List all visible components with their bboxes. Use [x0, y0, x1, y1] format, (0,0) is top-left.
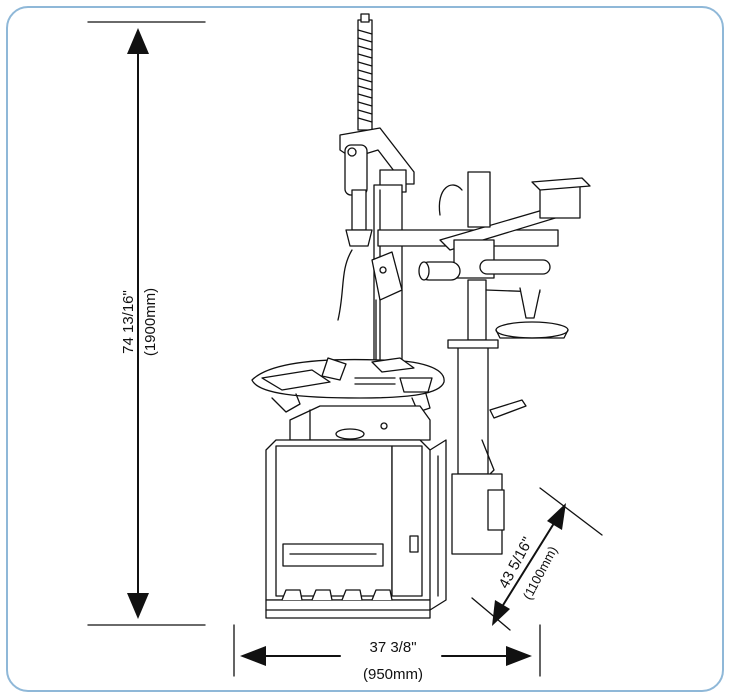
depth-arrow-top	[547, 503, 566, 530]
tire-changer-machine	[251, 13, 591, 619]
vertical-column	[337, 184, 403, 381]
side-post	[447, 339, 527, 555]
depth-top-extension-line	[539, 487, 603, 536]
horizontal-arm	[377, 171, 591, 279]
height-imperial-label: 74 13/16"	[120, 290, 137, 354]
turntable	[251, 357, 445, 413]
height-arrow-bottom	[127, 593, 149, 619]
main-cabinet	[265, 439, 447, 611]
height-arrow-top	[127, 28, 149, 54]
width-metric-label: (950mm)	[363, 666, 423, 683]
depth-bottom-extension-line	[471, 597, 511, 631]
depth-dimension-line	[499, 519, 557, 611]
width-arrow-right	[506, 646, 532, 666]
foot-pedals	[265, 589, 431, 619]
depth-arrow-bottom	[492, 600, 510, 626]
bead-press-arm	[418, 259, 569, 341]
width-arrow-left	[240, 646, 266, 666]
cabinet-lid	[289, 405, 431, 441]
width-imperial-label: 37 3/8"	[369, 639, 416, 656]
width-dimension: 37 3/8" (950mm)	[233, 624, 541, 683]
height-metric-label: (1900mm)	[142, 288, 159, 356]
height-dimension: 74 13/16" (1900mm)	[87, 21, 206, 626]
threaded-rod	[357, 13, 373, 131]
